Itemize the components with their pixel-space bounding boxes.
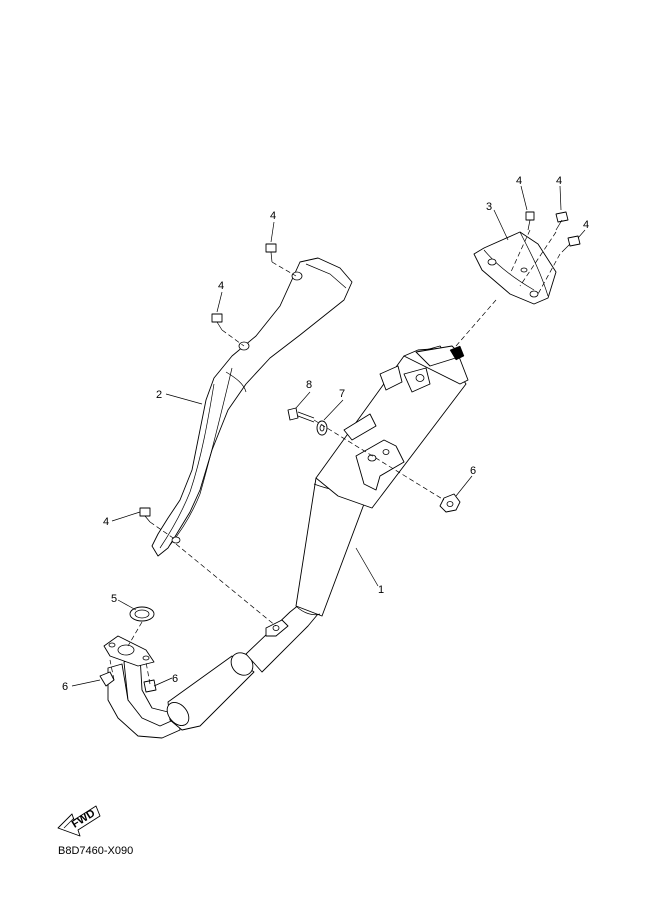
callout-2: 2 bbox=[156, 389, 162, 401]
fwd-arrow-icon: FWD bbox=[57, 805, 101, 837]
callout-1: 1 bbox=[378, 584, 384, 596]
callout-6: 6 bbox=[62, 681, 68, 693]
gasket bbox=[129, 606, 155, 622]
callout-6: 6 bbox=[172, 673, 178, 685]
callout-4: 4 bbox=[218, 280, 224, 292]
callout-7: 7 bbox=[339, 388, 345, 400]
heat-protector bbox=[151, 257, 353, 557]
assembly-lines bbox=[109, 229, 561, 685]
callout-4: 4 bbox=[103, 516, 109, 528]
leader-lines bbox=[71, 185, 586, 687]
muffler-protector bbox=[473, 231, 557, 305]
bolts bbox=[99, 211, 581, 693]
callout-3: 3 bbox=[486, 201, 492, 213]
drawing-code: B8D7460-X090 bbox=[58, 845, 133, 857]
callouts: 4 4 4 4 4 4 3 2 8 7 6 6 6 1 5 bbox=[62, 175, 589, 693]
callout-8: 8 bbox=[306, 379, 312, 391]
exhaust-pipe bbox=[107, 345, 469, 739]
callout-4: 4 bbox=[556, 175, 562, 187]
callout-4: 4 bbox=[270, 210, 276, 222]
callout-4: 4 bbox=[516, 175, 522, 187]
callout-5: 5 bbox=[111, 593, 117, 605]
exhaust-flange bbox=[103, 635, 155, 667]
callout-6: 6 bbox=[470, 465, 476, 477]
callout-4: 4 bbox=[583, 219, 589, 231]
